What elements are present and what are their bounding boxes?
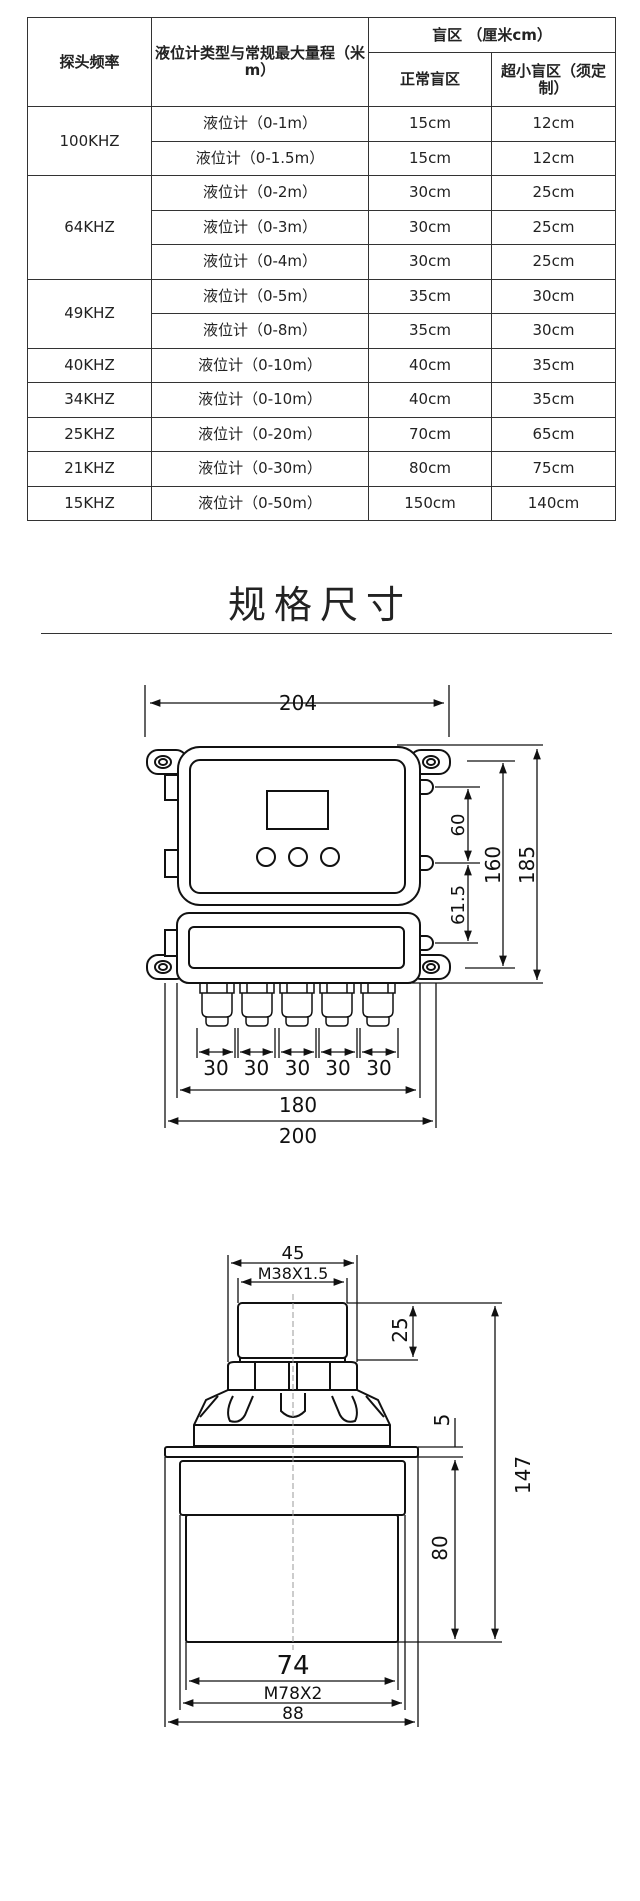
dim-25: 25 [388, 1317, 412, 1342]
dim-30: 30 [366, 1056, 391, 1080]
mini-blind-cell: 30cm [491, 278, 616, 314]
mini-blind-cell: 25cm [491, 244, 616, 280]
normal-blind-cell: 70cm [368, 416, 492, 452]
dim-45: 45 [282, 1243, 305, 1264]
mini-blind-cell: 75cm [491, 451, 616, 487]
normal-blind-cell: 30cm [368, 244, 492, 280]
normal-blind-cell: 150cm [368, 485, 492, 521]
divider [41, 633, 612, 634]
sensor-drawing: 45 M38X1.5 25 147 5 80 74 M78X2 88 [164, 1243, 535, 1727]
mini-blind-cell: 35cm [491, 347, 616, 383]
header-normal: 正常盲区 [368, 52, 492, 107]
freq-cell: 100KHZ [27, 106, 152, 176]
dim-30: 30 [325, 1056, 350, 1080]
lower-housing [176, 912, 421, 984]
cable-gland [239, 983, 275, 1027]
flange [164, 1446, 419, 1458]
dim-60: 60 [448, 814, 469, 837]
dim-m78: M78X2 [264, 1684, 323, 1704]
freq-cell: 34KHZ [27, 382, 152, 418]
normal-blind-cell: 35cm [368, 313, 492, 349]
button-2 [288, 847, 308, 867]
dim-74: 74 [276, 1651, 309, 1681]
normal-blind-cell: 80cm [368, 451, 492, 487]
dim-160: 160 [481, 846, 505, 884]
button-1 [256, 847, 276, 867]
mini-blind-cell: 65cm [491, 416, 616, 452]
dim-180: 180 [279, 1093, 317, 1117]
freq-cell: 64KHZ [27, 175, 152, 280]
header-type: 液位计类型与常规最大量程（米m） [151, 17, 369, 107]
dim-30: 30 [244, 1056, 269, 1080]
cable-gland [199, 983, 235, 1027]
mini-blind-cell: 30cm [491, 313, 616, 349]
dim-61-5: 61.5 [448, 885, 469, 925]
type-cell: 液位计（0-8m） [151, 313, 369, 349]
controller-drawing: 204 30 30 30 30 30 180 200 185 160 60 61.5 [144, 685, 543, 1148]
cable-gland [360, 983, 396, 1027]
dim-204: 204 [279, 691, 317, 715]
dim-30: 30 [203, 1056, 228, 1080]
header-freq: 探头频率 [27, 17, 152, 107]
header-mini: 超小盲区（须定制） [491, 52, 616, 107]
upper-housing [177, 746, 421, 906]
dim-5: 5 [430, 1414, 454, 1427]
dim-147: 147 [511, 1456, 535, 1494]
sensor-body [185, 1514, 399, 1643]
mini-blind-cell: 140cm [491, 485, 616, 521]
dim-30: 30 [285, 1056, 310, 1080]
dim-88: 88 [282, 1704, 304, 1724]
dim-80: 80 [428, 1535, 452, 1560]
mini-blind-cell: 25cm [491, 175, 616, 211]
cable-gland [319, 983, 355, 1027]
dim-200: 200 [279, 1124, 317, 1148]
normal-blind-cell: 15cm [368, 106, 492, 142]
display-window [266, 790, 329, 830]
type-cell: 液位计（0-2m） [151, 175, 369, 211]
section-title: 规格尺寸 [227, 583, 412, 627]
freq-cell: 15KHZ [27, 485, 152, 521]
header-blind: 盲区 （厘米cm） [368, 17, 616, 53]
type-cell: 液位计（0-10m） [151, 382, 369, 418]
type-cell: 液位计（0-1.5m） [151, 140, 369, 176]
freq-cell: 21KHZ [27, 451, 152, 487]
blind-zone-table: 探头频率 液位计类型与常规最大量程（米m） 盲区 （厘米cm） 正常盲区 超小盲… [27, 17, 616, 521]
cable-gland [279, 983, 315, 1027]
dim-m38: M38X1.5 [258, 1264, 329, 1283]
type-cell: 液位计（0-20m） [151, 416, 369, 452]
type-cell: 液位计（0-4m） [151, 244, 369, 280]
dim-185: 185 [515, 846, 539, 884]
type-cell: 液位计（0-3m） [151, 209, 369, 245]
freq-cell: 49KHZ [27, 278, 152, 349]
mini-blind-cell: 35cm [491, 382, 616, 418]
normal-blind-cell: 30cm [368, 209, 492, 245]
type-cell: 液位计（0-1m） [151, 106, 369, 142]
button-3 [320, 847, 340, 867]
